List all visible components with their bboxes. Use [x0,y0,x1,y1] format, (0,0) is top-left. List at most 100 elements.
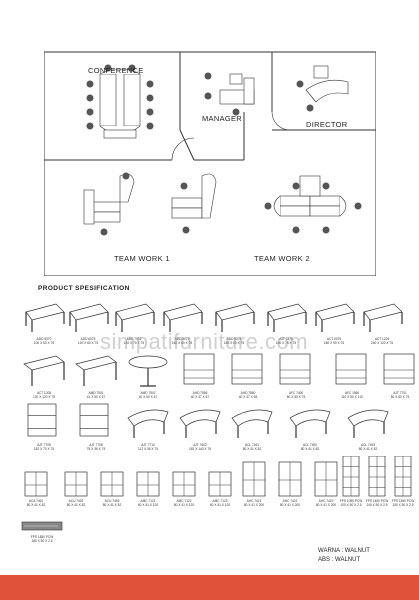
product-code: ADD 7075 [126,337,142,341]
product-illustration [315,303,355,332]
room-label-conference: CONFERENCE [88,66,144,75]
product-code: AJT 7701 [393,391,407,395]
product-dimension: 80 X 41 X 120 [137,503,159,507]
product-dimension: 80 X 41 X 82 [66,503,86,507]
product-illustration [163,303,203,332]
product-code: AMC 7123 [212,499,228,503]
product-illustration [179,409,221,438]
product-illustration [368,456,386,497]
product-dimension: 150 X 50 X 2.5 [392,503,414,507]
product-code: ACT 1205 [36,391,52,395]
product-code: ADD 5070 [36,337,52,341]
product-code: AJT 7705 [37,443,51,447]
section-title: PRODUCT SPESIFICATION [38,285,130,292]
product-illustration [314,461,338,497]
product-code: FPS 1550 PCW [391,499,415,503]
product-code: ACL 7493 [360,443,376,447]
product-dimension: 160 X 80 X 75 [171,341,193,345]
product-code: AJT 7710 [141,443,155,447]
product-code: AMC 7121 [140,499,156,503]
manager-desk [219,73,255,105]
conference-chairs [86,64,154,130]
product-dimension: 152 X 70 X 75 [33,447,55,451]
product-dimension: 40 X 47 X 67 [190,395,210,399]
product-code: AHD 7580 [240,391,256,395]
product-dimension: 80 X 41 X 120 [173,503,195,507]
product-dimension: 110 X 50 X 110 [341,395,363,399]
product-illustration [79,403,109,437]
floor-plan: CONFERENCE MANAGER DIRECTOR TEAM WORK 1 … [44,50,376,276]
product-code: AJT 7875 [279,337,293,341]
product-illustration [267,303,307,332]
product-dimension: 80 X 41 X 82 [242,447,262,451]
product-code: AFC 1560 [344,391,360,395]
product-illustration [394,456,412,497]
product-illustration [279,353,311,385]
product-illustration [136,471,160,497]
product-dimension: 112 X 36 X 75 [138,447,158,451]
product-code: ADD 8075 [174,337,190,341]
product-dimension: 80 X 41 X 82 [358,447,378,451]
product-code: ACU 7493 [104,499,120,503]
product-dimension: 80 X 41 X 200 [243,503,265,507]
product-dimension: 80 X 41 X 82 [300,447,320,451]
product-dimension: 40 X 47 X 65 [238,395,258,399]
product-illustration [25,303,65,332]
product-code: ACL 7491 [244,443,260,447]
product-code: ACA 7491 [28,499,44,503]
team-work-2-desks [273,175,347,217]
product-code: FPS 1050 PCW [339,499,363,503]
product-dimension: 60 X 50 X 75 [286,395,306,399]
product-illustration [115,303,155,332]
product-illustration [69,303,109,332]
product-illustration [342,456,360,497]
product-dimension: 120 X 60 X 75 [77,341,99,345]
product-code: AJT 7602 [193,443,207,447]
product-code: AMD 7501 [88,391,104,395]
outer-wall [44,51,376,276]
floor-plan-drawing [44,51,376,276]
product-dimension: 160 X 78 X 75 [275,341,297,345]
product-code: ACU 7492 [68,499,84,503]
product-code: AHC 7423 [318,499,334,503]
product-dimension: 140 X 70 X 75 [123,341,145,345]
room-label-manager: MANAGER [202,114,243,123]
product-code: ACL 7492 [302,443,318,447]
